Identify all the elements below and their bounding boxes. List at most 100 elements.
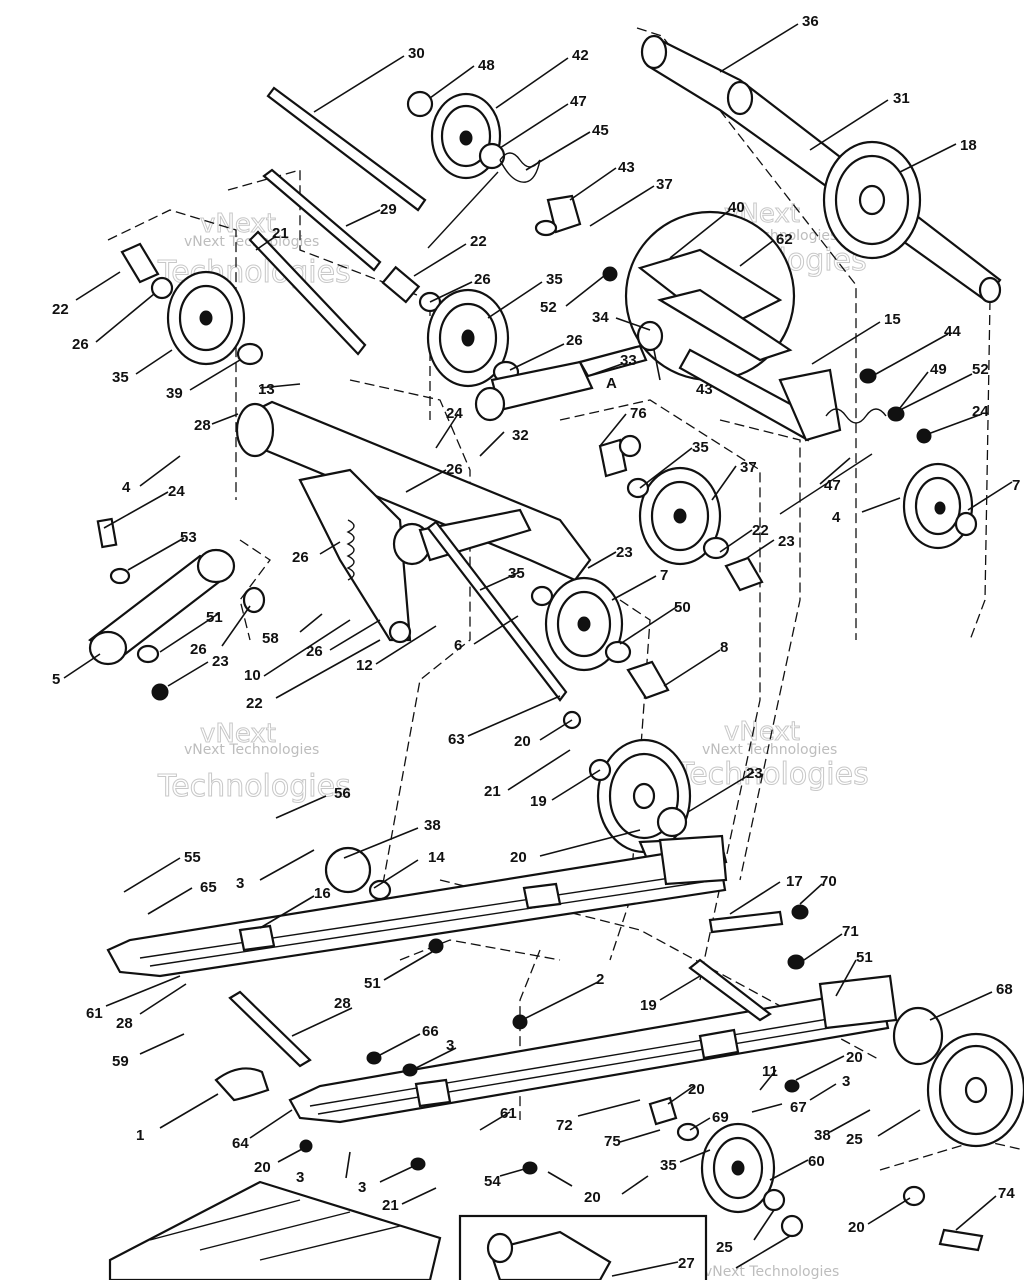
callout: 58 (262, 630, 279, 647)
callout: 19 (530, 793, 547, 810)
spacer-48 (406, 90, 434, 118)
callout: 22 (470, 233, 487, 250)
callout: 19 (640, 997, 657, 1014)
callout: 71 (842, 923, 859, 940)
callout: 24 (972, 403, 989, 420)
callout: 35 (692, 439, 709, 456)
callout: 3 (446, 1037, 454, 1054)
callout: 21 (382, 1197, 399, 1214)
callout: 37 (740, 459, 757, 476)
callout: 23 (778, 533, 795, 550)
callout: 26 (292, 549, 309, 566)
callout: 63 (448, 731, 465, 748)
small-hardware (228, 904, 1024, 1252)
rod-29 (248, 168, 442, 356)
callout: 8 (720, 639, 728, 656)
callout: 74 (998, 1185, 1015, 1202)
inset-box (458, 1214, 708, 1280)
wheel-56 (324, 846, 372, 894)
callout: 23 (212, 653, 229, 670)
callout: 61 (86, 1005, 103, 1022)
callout: 26 (72, 336, 89, 353)
svg-text:vNext Technologies: vNext Technologies (704, 1264, 839, 1280)
callout: 14 (428, 849, 445, 866)
callout: 64 (232, 1135, 249, 1152)
rail-2 (106, 834, 728, 978)
callout: 13 (258, 381, 275, 398)
callout: 51 (856, 949, 873, 966)
callout: 31 (893, 90, 910, 107)
callout: 22 (246, 695, 263, 712)
callout: 25 (846, 1131, 863, 1148)
callout: 59 (112, 1053, 129, 1070)
callout: 65 (200, 879, 217, 896)
detail-circle-a (602, 210, 796, 382)
callout: 60 (808, 1153, 825, 1170)
callout: 53 (180, 529, 197, 546)
slide-67 (214, 1067, 270, 1102)
callout: 38 (424, 817, 441, 834)
callout: 44 (944, 323, 961, 340)
callout: 40 (728, 199, 745, 216)
callout: 26 (306, 643, 323, 660)
callout: 49 (930, 361, 947, 378)
callout: 48 (478, 57, 495, 74)
svg-text:vNext Technologies: vNext Technologies (702, 742, 837, 758)
rear-axle (640, 34, 1002, 304)
callout: 11 (762, 1063, 778, 1080)
callout: 33 (620, 352, 637, 369)
callout: 7 (660, 567, 668, 584)
callout: 20 (846, 1049, 863, 1066)
callout: 43 (618, 159, 635, 176)
callout: 34 (592, 309, 609, 326)
leader-lines (63, 23, 1013, 1277)
callout: 52 (540, 299, 557, 316)
callout: 42 (572, 47, 589, 64)
callout: 4 (122, 479, 131, 496)
callout: 47 (824, 477, 841, 494)
pivot-arm-assembly (235, 400, 592, 644)
callout: 68 (996, 981, 1013, 998)
callout: 30 (408, 45, 425, 62)
callout: 16 (314, 885, 331, 902)
callout: 25 (716, 1239, 733, 1256)
callout: 28 (116, 1015, 133, 1032)
callout: 27 (678, 1255, 695, 1272)
assembly-guide-lines (107, 27, 1024, 1171)
callout: 1 (136, 1127, 144, 1144)
svg-text:vNext: vNext (200, 209, 276, 239)
callout: 24 (168, 483, 185, 500)
svg-text:vNext Technologies: vNext Technologies (184, 742, 319, 758)
callout: 51 (364, 975, 381, 992)
callout: 67 (790, 1099, 807, 1116)
watermark-mid-right: vNext vNext Technologies Technologies (675, 717, 870, 793)
svg-text:Technologies: Technologies (675, 757, 869, 792)
watermark-mid-left: vNext vNext Technologies Technologies (157, 719, 352, 805)
callout: 69 (712, 1109, 729, 1126)
callout: 61 (500, 1105, 517, 1122)
callout: 7 (1012, 477, 1020, 494)
callout: 3 (358, 1179, 366, 1196)
center-top-wheel (426, 288, 520, 388)
callout: 23 (746, 765, 763, 782)
callout: 26 (446, 461, 463, 478)
callout: 35 (112, 369, 129, 386)
callout: 45 (592, 122, 609, 139)
callout: 20 (688, 1081, 705, 1098)
callout: 35 (660, 1157, 677, 1174)
callout: 4 (832, 509, 841, 526)
callout-labels: 36 31 18 30 48 42 47 45 43 37 40 62 29 2… (52, 13, 1020, 1272)
callout: 29 (380, 201, 397, 218)
callout: 6 (454, 637, 462, 654)
callout: 21 (484, 783, 501, 800)
middle-wheels (426, 434, 764, 702)
callout: 26 (190, 641, 207, 658)
callout: 26 (566, 332, 583, 349)
svg-text:vNext: vNext (724, 717, 800, 747)
callout: 52 (972, 361, 989, 378)
callout: 20 (584, 1189, 601, 1206)
callout: 62 (776, 231, 793, 248)
callout: 3 (296, 1169, 304, 1186)
callout: 10 (244, 667, 261, 684)
